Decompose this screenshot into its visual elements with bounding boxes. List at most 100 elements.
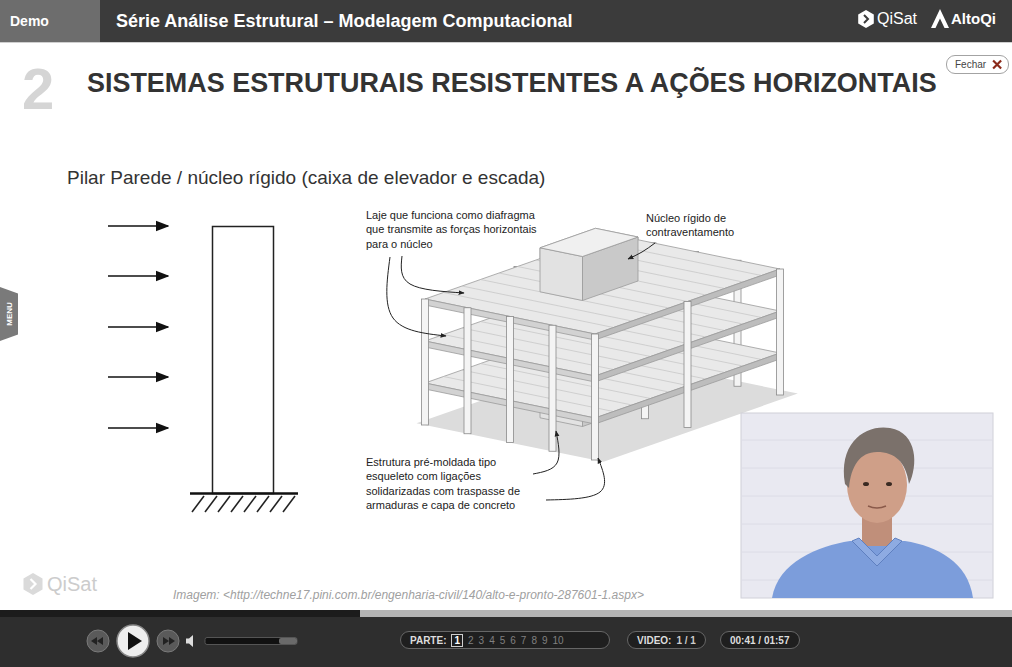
slide-subtitle: Pilar Parede / núcleo rígido (caixa de e… [67, 167, 545, 190]
wall-column-figure [257, 496, 269, 512]
presenter-video [868, 506, 886, 508]
player-bar [0, 617, 1012, 667]
part-number: 10 [553, 635, 564, 646]
player-bar [0, 610, 1012, 617]
wall-column-figure [108, 275, 168, 277]
section-number: 2 [22, 60, 54, 118]
callout-text: Núcleo rígido de contraventamento [646, 211, 746, 240]
close-icon [993, 61, 1001, 69]
player-bar [186, 635, 193, 647]
wall-column-figure [270, 496, 282, 512]
wall-column-figure [192, 496, 204, 512]
qisat-watermark-icon [31, 579, 36, 589]
close-button: Fechar [946, 55, 1009, 74]
precast-column [592, 334, 599, 460]
wall-column-figure [205, 496, 217, 512]
part-selector: PARTE: 23456789 10 1 [400, 631, 610, 649]
part-number: 3 [479, 635, 485, 646]
callout-text: Laje que funciona como diafragma que tra… [366, 208, 538, 251]
qisat-watermark-icon [24, 573, 43, 595]
player-bar [87, 630, 109, 652]
tab-label: MENU [5, 302, 14, 326]
part-number: 8 [531, 635, 537, 646]
close-button-ground [946, 55, 1009, 74]
presenter-video [886, 482, 892, 486]
wall-column-figure [244, 496, 256, 512]
precast-column [684, 302, 691, 428]
tab-label: Demo [10, 0, 49, 42]
precast-column [507, 317, 514, 443]
qisat-icon [864, 15, 868, 23]
precast-column [549, 325, 556, 451]
presenter-video [772, 541, 973, 598]
precast-column [422, 299, 429, 425]
slide-title: SISTEMAS ESTRUTURAIS RESISTENTES A AÇÕES… [87, 70, 937, 97]
counter-caption: VIDEO: [637, 635, 671, 646]
counter-text: 1 / 1 [676, 635, 695, 646]
time-text: 00:41 / 01:57 [730, 635, 790, 646]
presenter-video [741, 413, 993, 598]
wall-column-figure [108, 226, 298, 512]
leader-line [628, 243, 655, 259]
wall-column-figure [213, 227, 274, 494]
time-counter: 00:41 / 01:57 [720, 631, 800, 649]
callout-text: Estrutura pré-moldada tipo esqueleto com… [366, 455, 542, 512]
watermark: QiSat [47, 572, 97, 596]
wall-column-figure [192, 496, 295, 512]
counter-caption: PARTE: [410, 635, 446, 646]
demo-tab: Demo [0, 0, 100, 42]
part-number: 5 [500, 635, 506, 646]
player-bar [279, 638, 297, 644]
header-rule [0, 42, 1012, 43]
wall-column-figure [190, 492, 298, 495]
player-bar [163, 637, 175, 645]
presenter-video [741, 413, 993, 598]
current-part-box: 1 [451, 634, 463, 647]
player-bar [117, 625, 149, 657]
player-bar [157, 630, 179, 652]
part-number: 1 [454, 635, 460, 646]
leader-line [401, 256, 464, 293]
video-counter: VIDEO: 1 / 1 [627, 631, 706, 649]
header-bar-ground [0, 0, 1012, 42]
image-credit: Imagem: <http://techne17.pini.com.br/eng… [173, 588, 644, 602]
wall-column-figure [231, 496, 243, 512]
presenter-video [852, 538, 902, 566]
part-number: 9 [542, 635, 548, 646]
wall-column-figure [108, 427, 168, 429]
part-number: 2 [468, 635, 474, 646]
course-title: Série Análise Estrutural – Modelagem Com… [116, 0, 572, 42]
wall-column-figure [108, 225, 168, 227]
core-front-face [540, 248, 583, 301]
qisat-watermark-icon [24, 573, 43, 595]
brand-logo: QiSat [877, 9, 917, 28]
brand-logo: AltoQi [951, 9, 996, 29]
player-bar [0, 610, 360, 617]
presenter-video [863, 482, 869, 486]
player-bar [128, 632, 142, 650]
wall-column-figure [218, 496, 230, 512]
qisat-icon [858, 10, 874, 28]
wall-column-figure [283, 496, 295, 512]
wall-column-figure [108, 376, 168, 378]
header-bar: Série Análise Estrutural – Modelagem Com… [0, 0, 1012, 42]
core-top-face [540, 228, 638, 256]
altoqi-icon [931, 9, 949, 28]
precast-column [464, 308, 471, 434]
leader-line [387, 257, 446, 336]
player-bar [0, 610, 1012, 667]
part-number: 4 [489, 635, 495, 646]
presenter-video [844, 427, 914, 488]
menu-tab: MENU [0, 287, 18, 341]
player-bar [91, 637, 103, 645]
leader-line [546, 458, 605, 500]
part-number: 6 [510, 635, 516, 646]
leader-line [533, 431, 559, 474]
part-number: 7 [521, 635, 527, 646]
wall-column-figure [108, 326, 168, 328]
button-label: Fechar [955, 59, 986, 70]
qisat-icon [858, 10, 874, 28]
